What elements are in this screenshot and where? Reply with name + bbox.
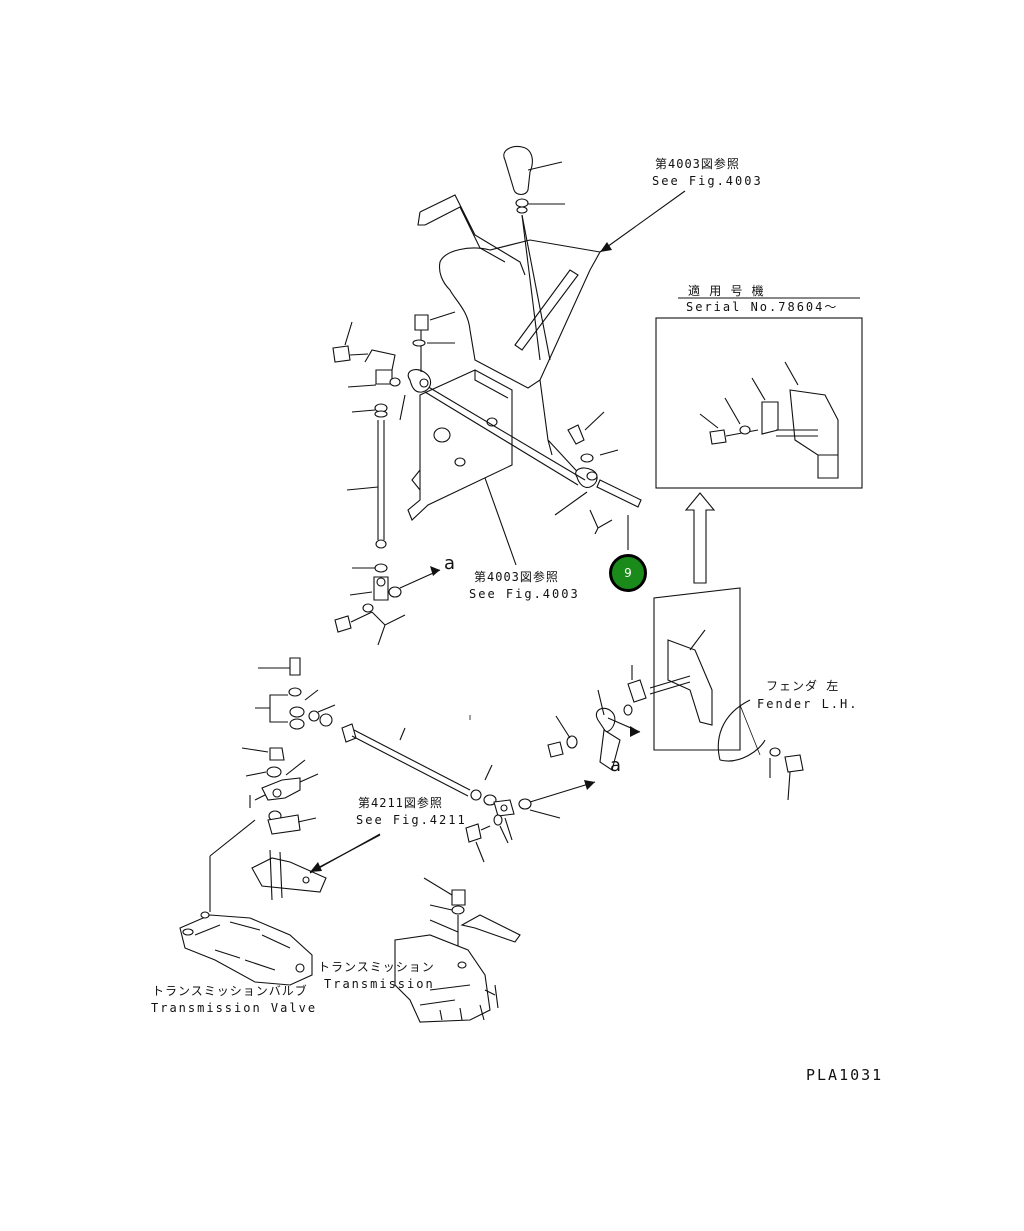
transmission-valve-label-en: Transmission Valve: [151, 1001, 318, 1015]
fig4003-top-label-en: See Fig.4003: [652, 174, 763, 188]
control-bracket: [399, 311, 586, 566]
view-a-marker-upper: a: [444, 553, 456, 574]
vertical-rod-assembly: [332, 321, 441, 646]
left-linkage: [209, 747, 381, 912]
serial-detail-box: [655, 297, 863, 489]
fig4003-mid-label-jp: 第4003図参照: [474, 570, 559, 584]
fender-bracket-assembly: [547, 587, 804, 801]
fig4211-label-en: See Fig.4211: [356, 813, 467, 827]
up-arrow: [684, 492, 716, 584]
serial-label-jp: 適 用 号 機: [688, 284, 765, 298]
view-a-marker-lower: a: [610, 755, 622, 776]
transmission-label-jp: トランスミッション: [318, 960, 435, 974]
fender-label-en: Fender L.H.: [757, 697, 859, 711]
fig4003-top-label-jp: 第4003図参照: [655, 157, 740, 171]
shift-lever-assembly: [417, 146, 642, 550]
serial-label-en: Serial No.78604〜: [686, 300, 839, 314]
fig4003-mid-label-en: See Fig.4003: [469, 587, 580, 601]
transmission-label-en: Transmission: [324, 977, 435, 991]
transmission-valve: [179, 911, 313, 986]
fig4211-label-jp: 第4211図参照: [358, 796, 443, 810]
document-id: PLA1031: [806, 1066, 884, 1084]
horizontal-rod-assembly: [255, 657, 596, 863]
transmission: [394, 877, 521, 1023]
leader-lines: [309, 190, 686, 874]
fender-label-jp: フェンダ 左: [766, 679, 840, 693]
item-9-badge[interactable]: 9: [609, 554, 647, 592]
transmission-valve-label-jp: トランスミッションバルブ: [152, 984, 308, 998]
